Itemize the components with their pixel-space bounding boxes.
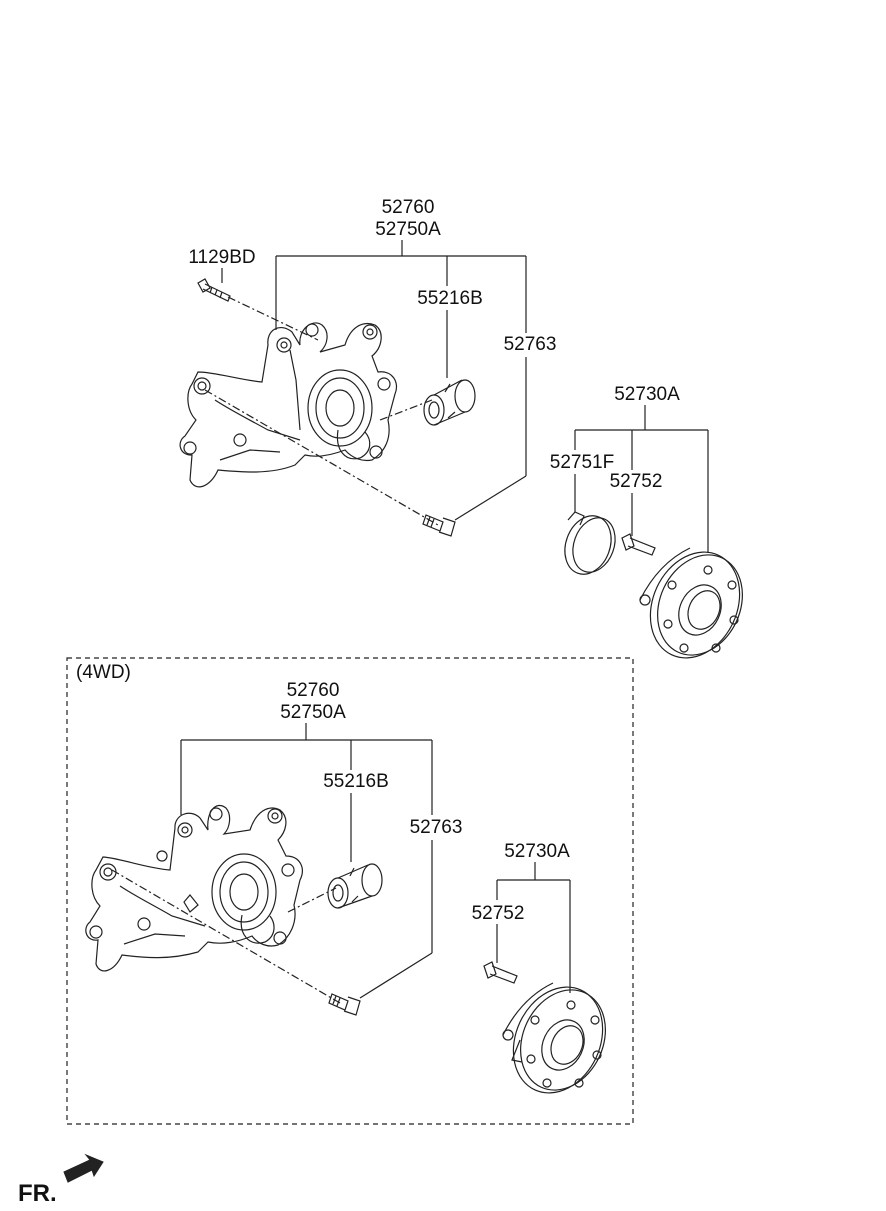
top-center-lines: [204, 296, 439, 526]
4wd-hub: [502, 982, 606, 1094]
top-pin-label: 52763: [503, 334, 557, 355]
4wd-bushing: [327, 863, 383, 909]
top-knuckle-number-1: 52760: [381, 197, 435, 218]
top-hub-bolt-label: 52752: [609, 471, 663, 492]
top-bushing: [423, 379, 476, 426]
top-bushing-label: 55216B: [417, 288, 483, 309]
top-hub: [639, 547, 743, 659]
4wd-knuckle-number-1: 52760: [286, 680, 340, 701]
top-hub-assy-label: 52730A: [614, 384, 680, 405]
4wd-knuckle-number-2: 52750A: [280, 702, 346, 723]
bolt-1129bd: [197, 278, 231, 302]
top-sensor-label: 52751F: [549, 452, 615, 473]
front-arrow-icon: [63, 1153, 104, 1183]
4wd-box: [66, 657, 634, 1125]
4wd-knuckle: [85, 804, 303, 972]
4wd-title: (4WD): [76, 662, 131, 683]
4wd-leader-lines: [180, 723, 571, 999]
top-pin: [422, 514, 456, 537]
4wd-pin-label: 52763: [409, 817, 463, 838]
front-direction-label: FR.: [18, 1180, 57, 1207]
4wd-pin: [328, 993, 361, 1016]
4wd-hub-assy-label: 52730A: [504, 841, 570, 862]
4wd-hub-bolt-label: 52752: [471, 903, 525, 924]
top-knuckle: [179, 322, 398, 488]
top-knuckle-number-2: 52750A: [375, 219, 441, 240]
4wd-hub-bolt: [483, 961, 518, 984]
top-sensor-ring: [564, 511, 616, 575]
top-hub-bolt: [621, 533, 656, 556]
top-leader-lines: [221, 240, 709, 553]
top-bolt-label: 1129BD: [188, 247, 256, 268]
4wd-bushing-label: 55216B: [323, 771, 389, 792]
